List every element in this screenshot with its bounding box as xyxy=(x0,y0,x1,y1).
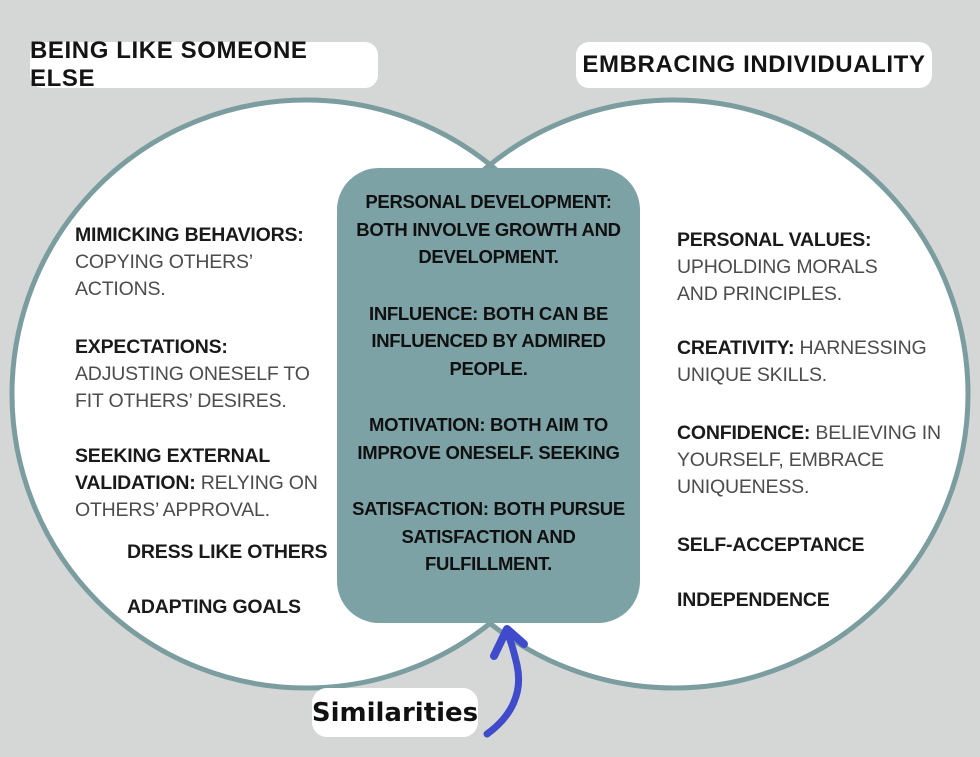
item-label: MIMICKING BEHAVIORS: xyxy=(75,224,304,246)
similarities-label-badge: Similarities xyxy=(312,688,478,737)
item-desc: ADJUSTING ONESELF TO FIT OTHERS’ DESIRES… xyxy=(75,363,310,412)
list-item: PERSONAL VALUES: UPHOLDING MORALS AND PR… xyxy=(677,227,961,308)
item-label: CONFIDENCE: xyxy=(677,422,811,444)
list-item: DRESS LIKE OTHERS xyxy=(127,539,347,566)
list-item: SELF-ACCEPTANCE xyxy=(677,532,961,559)
item-label: SEEKING EXTERNAL VALIDATION: xyxy=(75,445,271,494)
item-label: ADAPTING GOALS xyxy=(127,596,301,618)
left-circle-title-badge: BEING LIKE SOMEONE ELSE xyxy=(30,37,378,92)
list-item: SEEKING EXTERNAL VALIDATION: RELYING ON … xyxy=(75,443,347,524)
item-label: PERSONAL VALUES: xyxy=(677,229,872,251)
item-label: CREATIVITY: xyxy=(677,337,795,359)
item-desc: RELYING ON OTHERS’ APPROVAL. xyxy=(75,472,318,521)
similarity-paragraph: SATISFACTION: BOTH PURSUE SATISFACTION A… xyxy=(352,498,625,574)
item-desc: HARNESSING UNIQUE SKILLS. xyxy=(677,337,927,386)
intersection-box: PERSONAL DEVELOPMENT: BOTH INVOLVE GROWT… xyxy=(337,168,640,623)
item-desc: BELIEVING IN YOURSELF, EMBRACE UNIQUENES… xyxy=(677,422,941,498)
item-label: DRESS LIKE OTHERS xyxy=(127,541,328,563)
list-item: ADAPTING GOALS xyxy=(127,594,347,621)
right-circle-title-badge: EMBRACING INDIVIDUALITY xyxy=(576,42,932,88)
list-item: CREATIVITY: HARNESSING UNIQUE SKILLS. xyxy=(677,335,961,389)
similarity-paragraph: PERSONAL DEVELOPMENT: BOTH INVOLVE GROWT… xyxy=(356,191,621,267)
list-item: CONFIDENCE: BELIEVING IN YOURSELF, EMBRA… xyxy=(677,420,961,501)
item-label: EXPECTATIONS: xyxy=(75,336,228,358)
item-label: INDEPENDENCE xyxy=(677,589,830,611)
item-desc: UPHOLDING MORALS AND PRINCIPLES. xyxy=(677,256,878,305)
left-circle-items: MIMICKING BEHAVIORS: COPYING OTHERS’ ACT… xyxy=(75,222,347,621)
list-item: EXPECTATIONS: ADJUSTING ONESELF TO FIT O… xyxy=(75,334,347,415)
item-desc: COPYING OTHERS’ ACTIONS. xyxy=(75,251,253,300)
right-circle-items: PERSONAL VALUES: UPHOLDING MORALS AND PR… xyxy=(677,227,961,614)
list-item: MIMICKING BEHAVIORS: COPYING OTHERS’ ACT… xyxy=(75,222,347,303)
similarity-paragraph: INFLUENCE: BOTH CAN BE INFLUENCED BY ADM… xyxy=(368,302,609,379)
item-label: SELF-ACCEPTANCE xyxy=(677,534,865,556)
list-item: INDEPENDENCE xyxy=(677,587,961,614)
similarity-paragraph: MOTIVATION: BOTH AIM TO IMPROVE ONESELF.… xyxy=(357,414,620,463)
